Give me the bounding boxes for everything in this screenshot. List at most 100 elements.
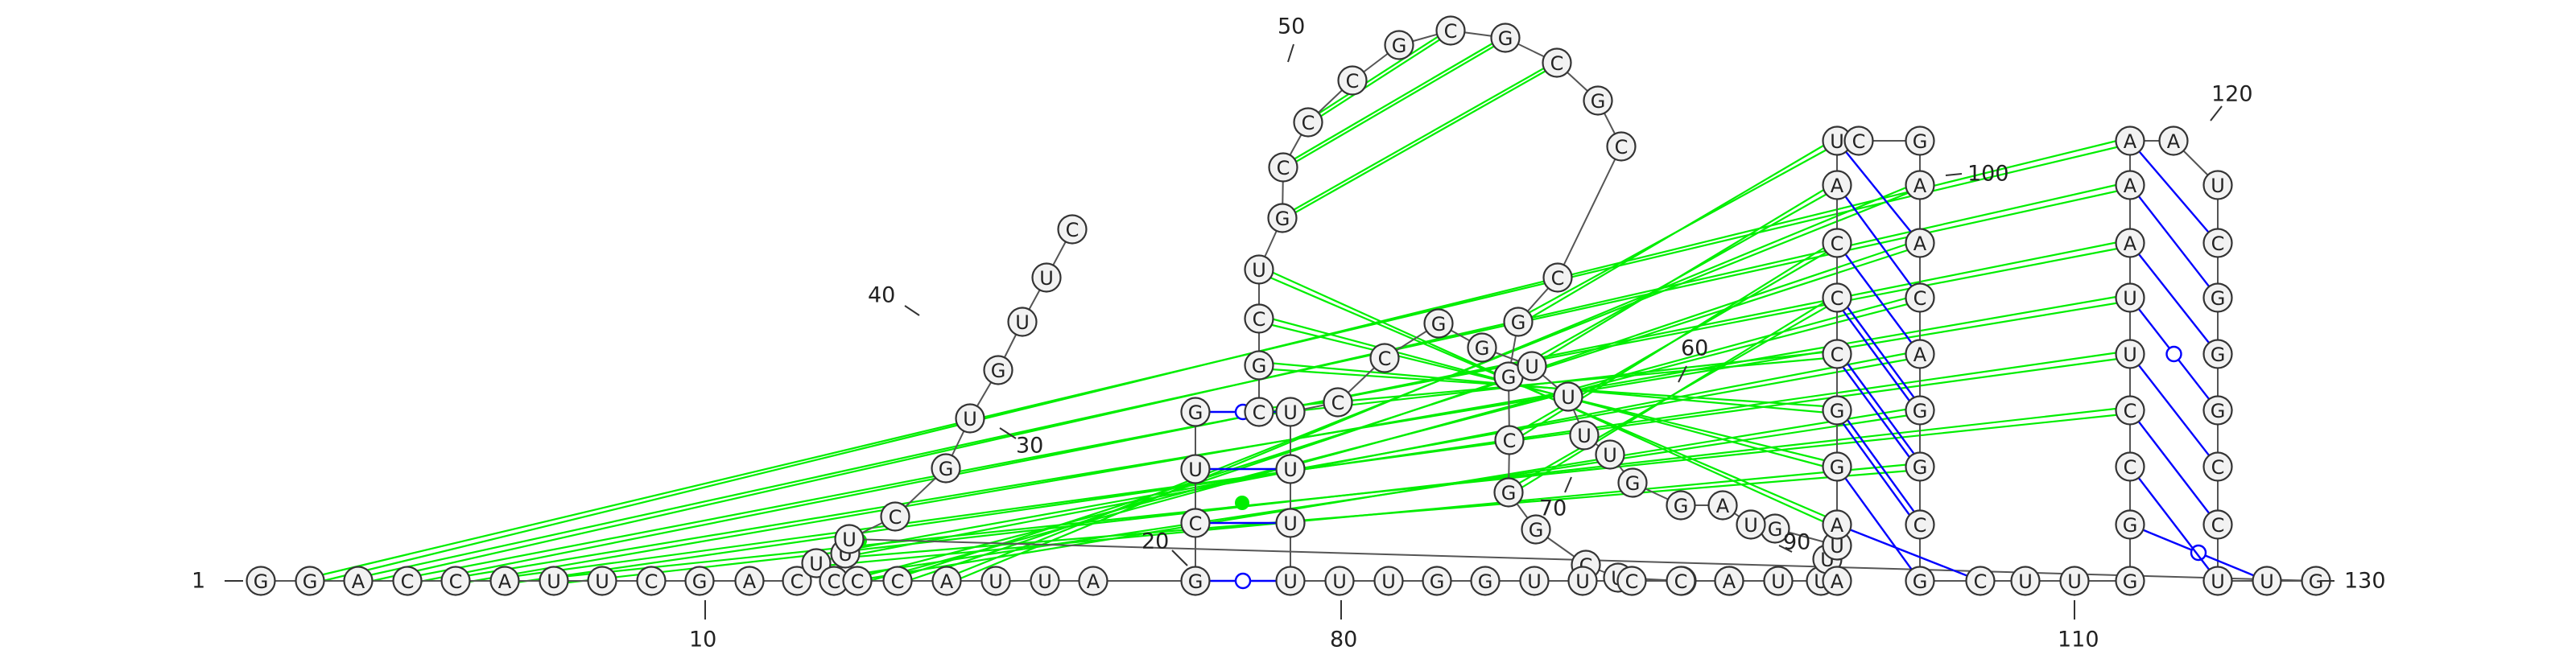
- nucleotide-4: C: [392, 566, 423, 596]
- backbone-segment-39: [1557, 146, 1622, 278]
- nucleotide-circle: [1384, 30, 1414, 60]
- nucleotide-letter: G: [1501, 482, 1517, 504]
- nucleotide-letter: U: [1252, 259, 1266, 282]
- nucleotide-circle: [1078, 566, 1108, 596]
- nucleotide-77: C: [1616, 566, 1647, 596]
- nucleotide-7: U: [539, 566, 569, 596]
- nucleotide-42: G: [1493, 361, 1524, 392]
- pseudoknot-line: [1304, 30, 1448, 123]
- nucleotide-circle: [1714, 566, 1744, 596]
- nucleotide-circle: [1822, 228, 1852, 258]
- nucleotide-letter: G: [1913, 400, 1928, 422]
- pseudoknot-line: [844, 349, 1921, 558]
- nucleotide-126: U: [955, 403, 985, 434]
- nucleotide-92: A: [1905, 170, 1935, 200]
- position-label-10: 10: [689, 628, 716, 652]
- nucleotide-letter: G: [692, 570, 708, 593]
- pseudoknot-interactions: [309, 30, 2131, 586]
- nucleotide-circle: [1244, 303, 1274, 334]
- nucleotide-letter: C: [449, 570, 463, 593]
- nucleotide-123: U: [834, 524, 865, 554]
- nucleotide-letter: A: [1087, 570, 1100, 593]
- nucleotide-letter: C: [1253, 401, 1266, 424]
- nucleotide-circle: [1180, 397, 1211, 427]
- nucleotide-letter: C: [1615, 136, 1629, 158]
- nucleotide-74: G: [1470, 566, 1501, 596]
- nucleotide-circle: [2202, 282, 2233, 313]
- nucleotide-35: C: [1435, 15, 1466, 46]
- tick-120: [2210, 105, 2223, 121]
- nucleotide-circle: [1905, 509, 1935, 540]
- nucleotide-21: A: [1078, 566, 1108, 596]
- nucleotide-113: U: [2202, 170, 2233, 200]
- nucleotide-letter: U: [1603, 444, 1617, 467]
- nucleotide-circle: [1822, 509, 1852, 540]
- position-label-70: 70: [1539, 496, 1567, 521]
- nucleotide-45: G: [1521, 514, 1551, 545]
- nucleotide-circle: [539, 566, 569, 596]
- nucleotide-circle: [955, 403, 985, 434]
- nucleotide-circle: [1822, 282, 1852, 313]
- nucleotide-letter: C: [2124, 456, 2137, 479]
- nucleotide-circle: [1617, 467, 1648, 498]
- nucleotide-letter: U: [2067, 570, 2082, 593]
- pseudoknot-line: [1285, 62, 1561, 219]
- nucleotide-3: A: [343, 566, 374, 596]
- position-label-30: 30: [1016, 434, 1043, 459]
- nucleotide-65: C: [1369, 343, 1400, 373]
- nucleotide-letter: U: [1283, 401, 1298, 424]
- nucleotide-100: C: [1965, 566, 1996, 596]
- nucleotide-59: U: [1595, 439, 1625, 470]
- nucleotide-79: A: [1714, 566, 1744, 596]
- nucleotide-30: G: [1267, 203, 1298, 233]
- nucleotide-17: C: [882, 566, 913, 596]
- nucleotide-106: C: [2115, 395, 2145, 426]
- nucleotide-36: G: [1490, 23, 1521, 53]
- nucleotide-29: U: [1244, 254, 1274, 285]
- nucleotide-letter: C: [1277, 157, 1290, 179]
- nucleotide-111: A: [2115, 126, 2145, 156]
- nucleotide-circle: [1595, 439, 1625, 470]
- nucleotide-letter: U: [963, 408, 977, 430]
- nucleotide-28: C: [1244, 303, 1274, 334]
- nucleotide-circle: [1567, 566, 1598, 596]
- nucleotide-1: G: [246, 566, 276, 596]
- nucleotide-circle: [1542, 47, 1572, 78]
- nucleotide-letter: C: [1066, 219, 1080, 241]
- nucleotide-32: C: [1293, 107, 1323, 138]
- nucleotide-circle: [1244, 397, 1274, 427]
- nucleotide-circle: [1905, 451, 1935, 482]
- nucleotide-letter: U: [989, 570, 1003, 593]
- pseudoknot-line: [1517, 137, 1838, 326]
- nucleotide-letter: G: [254, 570, 269, 593]
- nucleotide-circle: [2202, 395, 2233, 426]
- base-pair-line: [1844, 477, 1913, 570]
- nucleotide-112: A: [2158, 126, 2189, 156]
- nucleotide-letter: G: [939, 458, 954, 480]
- position-ticks: [225, 43, 2334, 620]
- nucleotide-81: A: [1822, 566, 1852, 596]
- nucleotide-circle: [1616, 566, 1647, 596]
- nucleotide-letter: G: [2211, 400, 2226, 422]
- nucleotide-72: U: [1373, 566, 1404, 596]
- nucleotide-circle: [2115, 126, 2145, 156]
- nucleotide-letter: U: [1283, 570, 1298, 593]
- nucleotide-letter: G: [1498, 27, 1513, 50]
- nucleotide-letter: A: [2167, 130, 2181, 153]
- nucleotide-circle: [1822, 395, 1852, 426]
- nucleotide-letter: A: [743, 570, 757, 593]
- nucleotide-89: U: [1822, 126, 1852, 156]
- nucleotide-129: U: [1031, 262, 1062, 293]
- nucleotide-letter: G: [303, 570, 318, 593]
- nucleotide-25: G: [1180, 397, 1211, 427]
- nucleotide-circle: [1736, 509, 1766, 540]
- position-label-120: 120: [2211, 82, 2253, 107]
- pseudoknot-line: [1286, 37, 1509, 168]
- nucleotide-letter: A: [2124, 175, 2137, 197]
- base-pair-line: [2137, 477, 2211, 570]
- nucleotide-104: G: [2115, 509, 2145, 540]
- nucleotide-circle: [2115, 451, 2145, 482]
- nucleotide-80: U: [1763, 566, 1794, 596]
- nucleotide-letter: G: [2123, 570, 2138, 593]
- nucleotide-circle: [1030, 566, 1060, 596]
